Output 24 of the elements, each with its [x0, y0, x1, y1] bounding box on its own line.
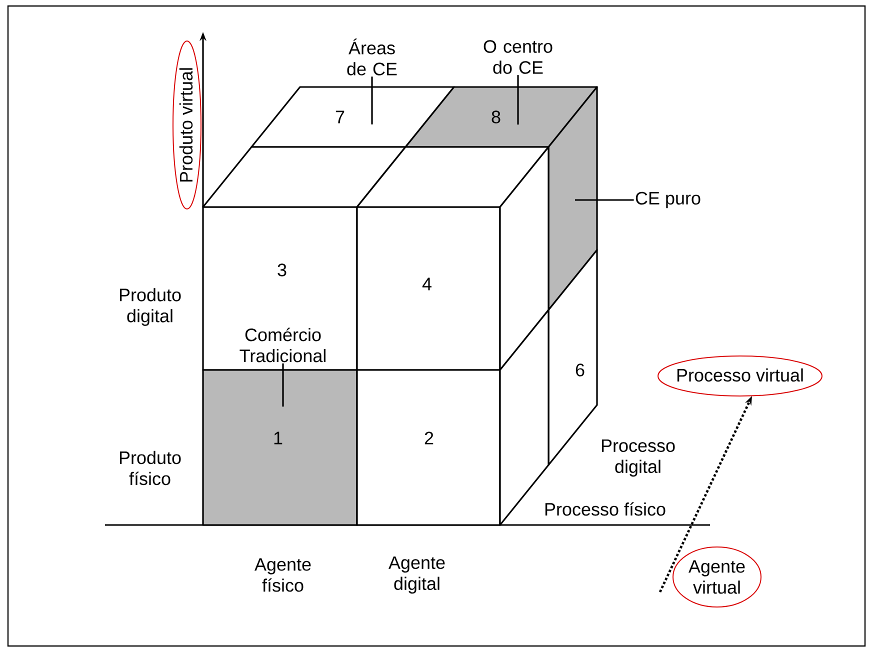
- axis-label: Produto virtual: [179, 68, 193, 182]
- axis-label: Agente físico: [254, 558, 311, 592]
- cube-cell: 6: [548, 249, 598, 466]
- axis-label: Processo físico: [545, 502, 666, 516]
- cube-face: [356, 146, 550, 208]
- axis-label: Agente virtual: [688, 560, 745, 594]
- leader-line: [517, 75, 519, 125]
- leader-line: [282, 363, 284, 407]
- cube-cell: 8: [404, 86, 598, 148]
- callout-text: CE puro: [636, 192, 700, 208]
- axis-label: Processo digital: [602, 439, 675, 477]
- callout-text: O centro do CE: [484, 40, 552, 74]
- cube-cell: 7: [250, 86, 455, 148]
- axis-label: Processo virtual: [677, 368, 803, 382]
- callout-text: Comércio Tradicional: [240, 328, 326, 362]
- callout-text: Áreas de CE: [347, 38, 397, 76]
- cube-face: [499, 146, 550, 371]
- leader-line: [575, 199, 634, 201]
- axis-label: Produto digital: [120, 288, 181, 326]
- cube-face: [202, 146, 406, 208]
- leader-line: [371, 76, 373, 124]
- axis-label: Agente digital: [388, 556, 445, 594]
- cube-cell: 1: [202, 369, 358, 526]
- axis-label: Produto físico: [120, 450, 181, 486]
